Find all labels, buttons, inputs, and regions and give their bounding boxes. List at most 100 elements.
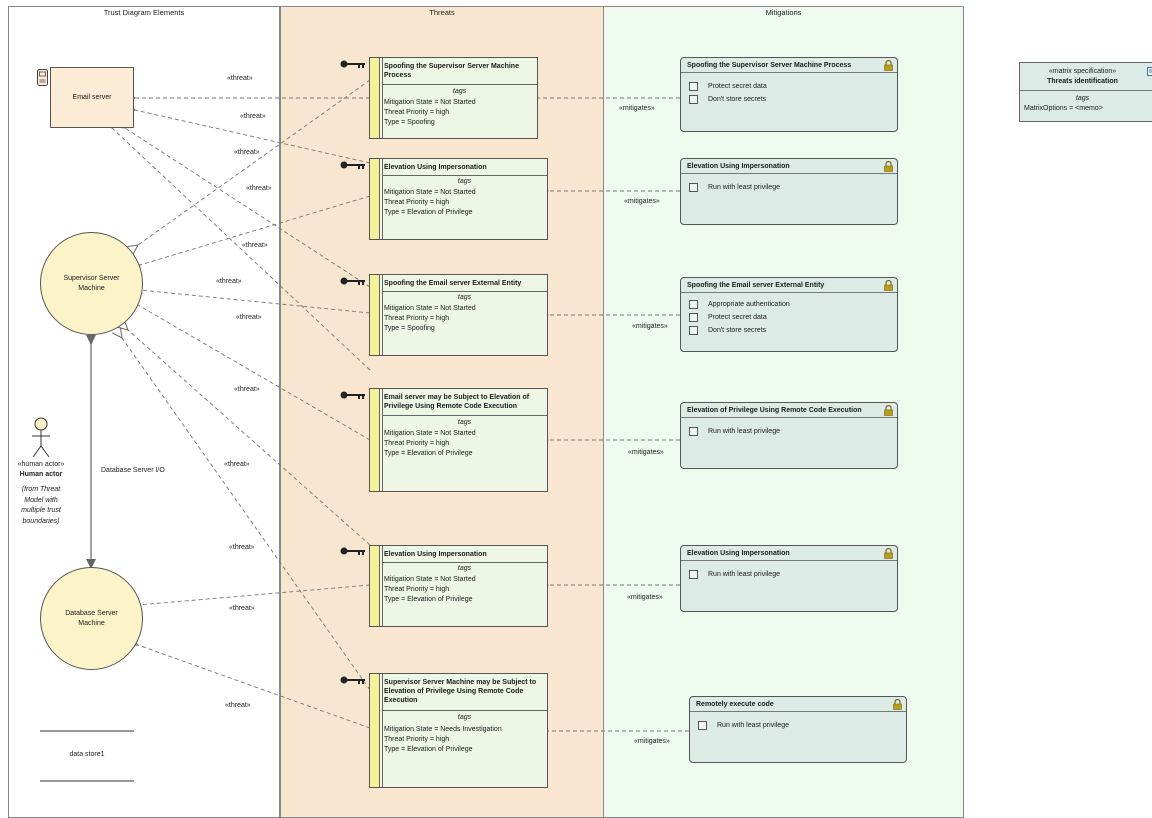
threat-title: Elevation Using Impersonation <box>384 551 487 558</box>
mitigation-box[interactable]: Remotely execute code Run with least pri… <box>689 696 907 763</box>
checkbox-icon[interactable] <box>689 427 698 436</box>
checkbox-icon[interactable] <box>689 313 698 322</box>
threat-type: Type = Elevation of Privilege <box>384 209 473 216</box>
mitigation-box[interactable]: Spoofing the Email server External Entit… <box>680 277 898 352</box>
threat-title: Elevation Using Impersonation <box>384 164 487 171</box>
lock-icon <box>884 405 893 416</box>
threat-state: Mitigation State = Not Started <box>384 305 476 312</box>
threat-type: Type = Elevation of Privilege <box>384 596 473 603</box>
threat-label: «threat» <box>246 185 272 192</box>
threat-label: «threat» <box>236 314 262 321</box>
threat-state: Mitigation State = Not Started <box>384 576 476 583</box>
mitigation-box[interactable]: Elevation of Privilege Using Remote Code… <box>680 402 898 469</box>
mitigation-title: Elevation Using Impersonation <box>687 163 790 170</box>
mitigation-item-label: Run with least privilege <box>708 571 780 578</box>
threat-label: «threat» <box>229 605 255 612</box>
lane-title-threats: Threats <box>429 8 455 17</box>
checkbox-icon[interactable] <box>689 326 698 335</box>
mitigation-item[interactable]: Protect secret data <box>689 82 767 91</box>
lane-title-mitigations: Mitigations <box>765 8 802 17</box>
threat-label: «threat» <box>227 75 253 82</box>
mitigation-title: Spoofing the Email server External Entit… <box>687 282 825 289</box>
mitigation-item[interactable]: Don't store secrets <box>689 326 766 335</box>
lock-icon <box>884 548 893 559</box>
threat-state: Mitigation State = Needs Investigation <box>384 726 502 733</box>
threat-state: Mitigation State = Not Started <box>384 99 476 106</box>
matrix-specification-box[interactable]: «matrix specification» Threats identific… <box>1019 62 1152 122</box>
checkbox-icon[interactable] <box>689 183 698 192</box>
supervisor-server-node[interactable]: Supervisor Server Machine <box>40 232 143 335</box>
mitigation-title: Elevation of Privilege Using Remote Code… <box>687 407 862 414</box>
threat-label: «threat» <box>240 113 266 120</box>
threat-box[interactable]: Supervisor Server Machine may be Subject… <box>369 673 548 788</box>
mitigation-item[interactable]: Run with least privilege <box>698 721 789 730</box>
data-store-label: data store1 <box>69 751 105 758</box>
checkbox-icon[interactable] <box>698 721 707 730</box>
mitigation-item[interactable]: Appropriate authentication <box>689 300 790 309</box>
threat-label: «threat» <box>224 461 250 468</box>
threat-type: Type = Elevation of Privilege <box>384 746 473 753</box>
lane-title-trust: Trust Diagram Elements <box>103 8 185 17</box>
threat-label: «threat» <box>216 278 242 285</box>
threat-box[interactable]: Email server may be Subject to Elevation… <box>369 388 548 492</box>
threat-tags-heading: tags <box>457 419 472 426</box>
matrix-title: Threats identification <box>1047 78 1118 85</box>
checkbox-icon[interactable] <box>689 82 698 91</box>
checkbox-icon[interactable] <box>689 300 698 309</box>
mitigation-item[interactable]: Run with least privilege <box>689 570 780 579</box>
threat-priority: Threat Priority = high <box>384 199 450 206</box>
checkbox-icon[interactable] <box>689 95 698 104</box>
mitigation-box[interactable]: Spoofing the Supervisor Server Machine P… <box>680 57 898 132</box>
threat-tags-heading: tags <box>457 714 472 721</box>
email-server-label: Email server <box>72 94 112 101</box>
database-server-label: Database Server Machine <box>65 609 118 627</box>
device-icon <box>37 69 48 86</box>
mitigation-box[interactable]: Elevation Using Impersonation Run with l… <box>680 158 898 225</box>
database-server-node[interactable]: Database Server Machine <box>40 567 143 670</box>
threat-box[interactable]: Spoofing the Supervisor Server Machine P… <box>369 57 538 139</box>
matrix-stereotype: «matrix specification» <box>1048 68 1117 75</box>
db-io-label: Database Server I/O <box>101 467 165 474</box>
key-icon <box>340 60 365 68</box>
mitigation-item[interactable]: Run with least privilege <box>689 427 780 436</box>
threat-title: Spoofing the Supervisor Server Machine P… <box>384 63 519 79</box>
lane-trust-elements <box>8 6 280 818</box>
threat-line-8 <box>138 305 371 441</box>
threat-box[interactable]: Elevation Using Impersonation tags Mitig… <box>369 158 548 240</box>
threat-label: «threat» <box>225 702 251 709</box>
threat-tags-heading: tags <box>457 294 472 301</box>
threat-line-2 <box>135 110 371 164</box>
threat-tags-heading: tags <box>452 88 467 95</box>
mitigates-label: «mitigates» <box>624 198 660 205</box>
checkbox-icon[interactable] <box>689 570 698 579</box>
threat-tags-heading: tags <box>457 565 472 572</box>
mitigation-item-label: Run with least privilege <box>717 722 789 729</box>
key-icon <box>340 676 365 684</box>
mitigation-item-label: Protect secret data <box>708 83 767 90</box>
threat-title: Email server may be Subject to Elevation… <box>384 394 530 410</box>
threat-box[interactable]: Elevation Using Impersonation tags Mitig… <box>369 545 548 627</box>
threat-box[interactable]: Spoofing the Email server External Entit… <box>369 274 548 356</box>
matrix-tags-heading: tags <box>1075 95 1090 102</box>
threat-title: Supervisor Server Machine may be Subject… <box>384 679 537 704</box>
mitigation-item-label: Protect secret data <box>708 314 767 321</box>
threat-type: Type = Spoofing <box>384 325 435 332</box>
mitigation-item[interactable]: Don't store secrets <box>689 95 766 104</box>
mitigates-label: «mitigates» <box>619 105 655 112</box>
mitigation-title: Remotely execute code <box>696 701 774 708</box>
mitigation-item[interactable]: Protect secret data <box>689 313 767 322</box>
mitigates-label: «mitigates» <box>627 594 663 601</box>
lock-icon <box>893 699 902 710</box>
mitigation-item[interactable]: Run with least privilege <box>689 183 780 192</box>
threat-type: Type = Elevation of Privilege <box>384 450 473 457</box>
threat-line-9 <box>128 330 371 546</box>
email-server-node[interactable]: Email server <box>50 67 134 128</box>
mitigation-box[interactable]: Elevation Using Impersonation Run with l… <box>680 545 898 612</box>
threat-line-4 <box>112 128 371 371</box>
key-icon <box>340 161 365 169</box>
threat-label: «threat» <box>234 386 260 393</box>
threat-priority: Threat Priority = high <box>384 315 450 322</box>
threat-label: «threat» <box>234 149 260 156</box>
threat-line-10 <box>122 338 371 691</box>
